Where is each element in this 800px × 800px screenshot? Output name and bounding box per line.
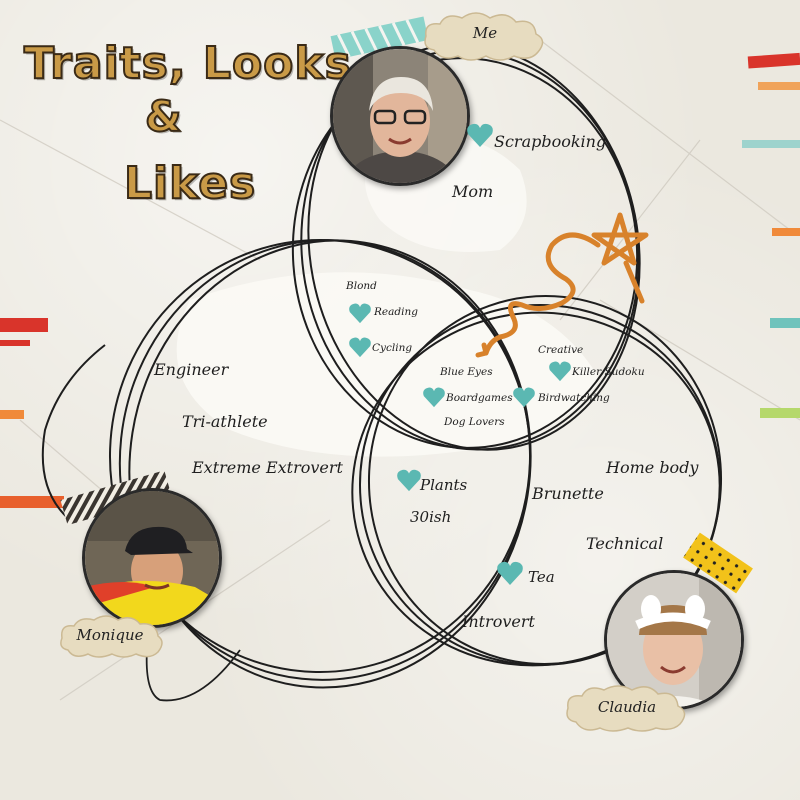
heart-icon-scrapbooking bbox=[467, 123, 493, 147]
heart-icon-reading bbox=[349, 303, 371, 324]
heart-icon-tea bbox=[497, 561, 523, 585]
label-cycling: Cycling bbox=[372, 342, 413, 354]
heart-icon-killer-sudoku bbox=[549, 361, 571, 382]
label-engineer: Engineer bbox=[154, 360, 229, 379]
label-blond: Blond bbox=[346, 280, 377, 292]
label-30ish: 30ish bbox=[410, 508, 452, 526]
name-monique: Monique bbox=[76, 626, 144, 644]
heart-icon-birdwatching bbox=[513, 387, 535, 408]
heart-icon-plants bbox=[397, 469, 421, 492]
label-tea: Tea bbox=[528, 568, 555, 586]
name-tag-me bbox=[424, 12, 544, 61]
label-scrapbooking: Scrapbooking bbox=[494, 132, 607, 151]
label-dog-lovers: Dog Lovers bbox=[444, 416, 505, 428]
label-mom: Mom bbox=[452, 182, 494, 201]
heart-icon-cycling bbox=[349, 337, 371, 358]
heart-icon-boardgames bbox=[423, 387, 445, 408]
name-tag-claudia bbox=[566, 685, 686, 732]
name-me: Me bbox=[472, 24, 498, 42]
label-introvert: Introvert bbox=[462, 612, 535, 631]
name-claudia: Claudia bbox=[597, 698, 657, 716]
label-brunette: Brunette bbox=[532, 484, 604, 503]
label-technical: Technical bbox=[586, 534, 664, 553]
label-extreme-extrovert: Extreme Extrovert bbox=[192, 458, 343, 477]
label-killer-sudoku: Killer Sudoku bbox=[572, 366, 645, 378]
label-plants: Plants bbox=[420, 476, 468, 494]
page-title-line-3: Likes bbox=[123, 157, 257, 210]
photo-me bbox=[330, 46, 470, 186]
label-creative: Creative bbox=[538, 344, 584, 356]
label-blue-eyes: Blue Eyes bbox=[440, 366, 493, 378]
label-birdwatching: Birdwatching bbox=[538, 392, 610, 404]
page-title-ampersand: & bbox=[144, 91, 183, 142]
label-boardgames: Boardgames bbox=[446, 392, 513, 404]
label-home-body: Home body bbox=[606, 458, 699, 477]
photo-monique bbox=[82, 488, 222, 628]
name-tag-monique bbox=[60, 615, 163, 658]
label-tri-athlete: Tri-athlete bbox=[182, 412, 268, 431]
orange-arrow-star bbox=[475, 212, 649, 358]
page-title-line-1: Traits, Looks bbox=[23, 37, 352, 90]
label-reading: Reading bbox=[374, 306, 418, 318]
